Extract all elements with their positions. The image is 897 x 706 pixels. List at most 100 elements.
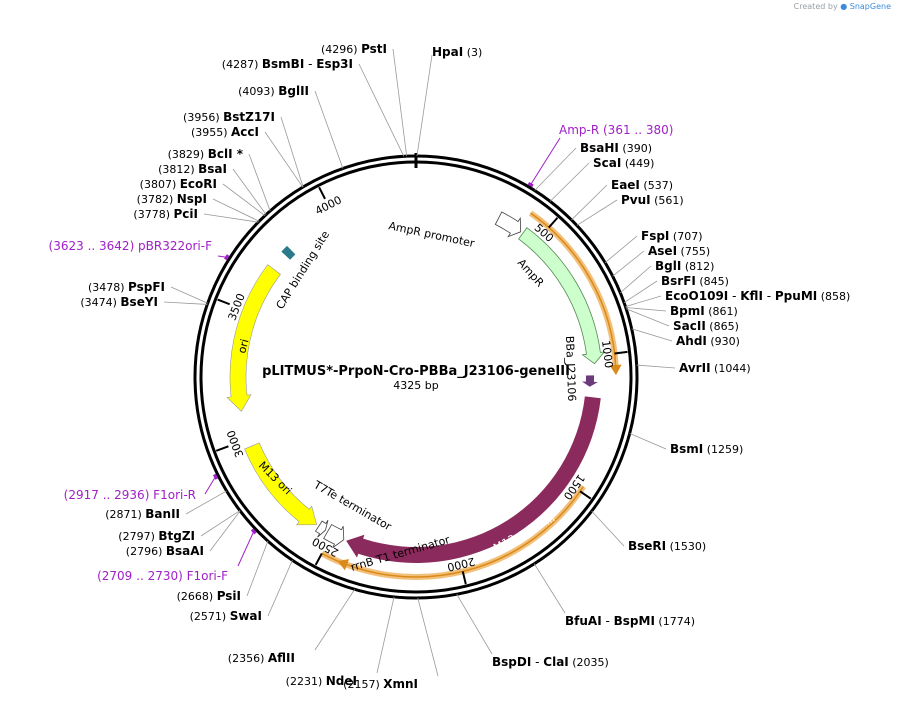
enzyme-label-aflii: (2356) AflII [228,651,295,665]
leader-line [209,510,241,552]
enzyme-label-bglii: (4093) BglII [238,84,309,98]
tick-mark-500 [548,217,559,229]
primer-mark [224,254,230,261]
leader-line [185,490,227,515]
enzyme-label-bsaai: (2796) BsaAI [126,544,204,558]
leader-line [392,48,408,157]
leader-line [280,116,304,188]
leader-line [163,301,208,305]
primer-leader [530,137,561,185]
terminator-rrnb-feature [323,524,345,549]
enzyme-label-eaei: EaeI (537) [611,178,673,192]
leader-line [248,153,271,212]
leader-line [629,433,667,450]
leader-line [212,198,260,222]
ampr-label: AmpR [515,256,547,289]
enzyme-label-ecoo109i: EcoO109I - KflI - PpuMI (858) [665,289,850,303]
ampr-promoter-label: AmpR promoter [387,219,476,250]
tick-label-4000: 4000 [313,193,344,217]
leader-line [571,184,608,221]
primer-mark [527,181,534,188]
leader-line [549,162,590,202]
primer-label-f1orir: (2917 .. 2936) F1ori-R [64,488,196,502]
leader-line [314,90,344,169]
enzyme-label-banii: (2871) BanII [105,507,180,521]
leader-line [246,540,269,597]
plasmid-title: pLITMUS*-PrpoN-Cro-PBBa_J23106-geneIII [262,364,570,379]
ampr-promoter-feature [494,211,522,238]
enzyme-label-sacii: SacII (865) [673,319,739,333]
leader-line [314,589,356,651]
enzyme-label-bsmbi: (4287) BsmBI - Esp3I [222,57,353,71]
enzyme-label-nspi: (3782) NspI [137,192,207,206]
tick-mark-4000 [318,186,326,200]
enzyme-label-bseri: BseRI (1530) [628,539,706,553]
ampr-coverage-line [530,212,617,368]
enzyme-label-bsmi: BsmI (1259) [670,442,743,456]
primer-label-f1orif: (2709 .. 2730) F1ori-F [97,569,228,583]
enzyme-label-fspi: FspI (707) [641,229,702,243]
leader-line [591,510,625,547]
leader-line [625,295,662,307]
leader-line [620,265,652,294]
tick-label-3000: 3000 [224,428,246,459]
leader-line [376,596,395,674]
primer-mark [250,528,257,535]
cap-binding-label: CAP binding site [274,228,333,311]
primer-leader [237,531,255,567]
enzyme-label-ndei: (2231) NdeI [286,674,357,688]
leader-line [264,131,304,188]
leader-line [267,560,293,617]
ori-label: ori [235,338,251,355]
enzyme-label-bsahi: BsaHI (390) [580,141,652,155]
snapgene-credit: Created by ● SnapGene [794,2,891,11]
enzyme-label-psti: (4296) PstI [321,42,387,56]
leader-line [631,328,673,342]
ori-feature [226,264,281,412]
leader-line [170,286,208,304]
tick-mark-1000 [614,350,628,355]
enzyme-label-hpai: HpaI (3) [432,45,482,59]
geneiii-coverage-line [321,486,584,578]
tick-mark-3000 [215,445,229,452]
enzyme-label-ahdi: AhdI (930) [676,334,740,348]
tick-mark-3500 [217,298,231,306]
enzyme-label-pspfi: (3478) PspFI [88,280,165,294]
credit-prefix: Created by [793,2,838,11]
leader-line [625,307,667,312]
enzyme-label-pcii: (3778) PciI [133,207,198,221]
enzyme-label-bfuai: BfuAI - BspMI (1774) [565,614,695,628]
enzyme-label-bpmi: BpmI (861) [670,304,738,318]
credit-brand: SnapGene [849,2,891,11]
enzyme-label-bspdi: BspDI - ClaI (2035) [492,655,609,669]
enzyme-label-bstz17i: (3956) BstZ17I [183,110,275,124]
leader-line [417,597,439,677]
enzyme-label-acci: (3955) AccI [191,125,259,139]
enzyme-label-asei: AseI (755) [648,244,710,258]
geneiii-coverage-head [337,559,350,571]
enzyme-label-swai: (2571) SwaI [190,609,262,623]
cap-binding-feature [281,242,299,260]
leader-line [456,594,493,655]
leader-line [203,213,259,223]
leader-line [200,510,241,537]
terminator-t7te-feature [314,519,329,538]
plasmid-length: 4325 bp [393,379,438,392]
enzyme-label-bsai: (3812) BsaI [158,162,227,176]
enzyme-label-btgzi: (2797) BtgZI [118,529,195,543]
leader-line [576,199,618,226]
tick-mark-1500 [579,490,592,500]
primer-mark [212,473,218,480]
enzyme-label-bcli: (3829) BclI * [168,147,244,161]
enzyme-label-psii: (2668) PsiI [177,589,241,603]
leader-line [623,280,658,303]
m13-gene-iii-feature [346,396,601,564]
primer-label-pbr322orif: (3623 .. 3642) pBR322ori-F [49,239,213,253]
primer-leader [204,476,216,495]
leader-line [612,250,645,277]
enzyme-label-bgli: BglI (812) [655,259,714,273]
enzyme-label-avrii: AvrII (1044) [679,361,751,375]
leader-line [416,54,433,157]
leader-line [358,63,405,157]
